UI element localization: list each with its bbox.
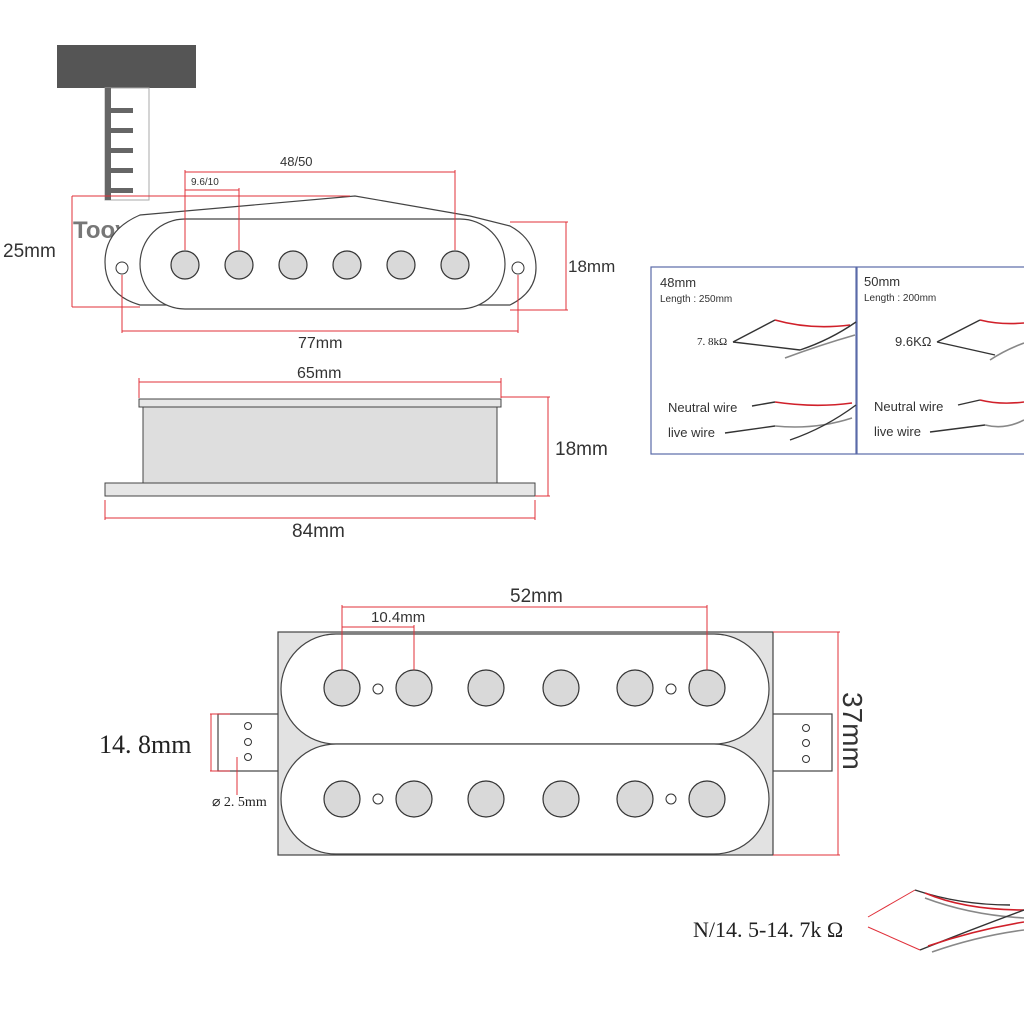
panel-length: Length : 250mm xyxy=(660,294,732,305)
coil-lower xyxy=(280,743,770,855)
pole-pieces-lower xyxy=(323,780,726,818)
humbucker-wiring: N/14. 5-14. 7k Ω xyxy=(693,889,1024,953)
panel-resistance: 9.6KΩ xyxy=(895,334,932,349)
pole-piece xyxy=(224,250,254,280)
pole-piece xyxy=(467,669,505,707)
pole-piece xyxy=(616,780,654,818)
pole-piece xyxy=(616,669,654,707)
pole-piece xyxy=(395,780,433,818)
dim-pole-gap: 9.6/10 xyxy=(191,177,219,188)
dim-coil-height: 18mm xyxy=(568,257,615,276)
dim-tab-height: 14. 8mm xyxy=(99,730,191,759)
pole-piece xyxy=(278,250,308,280)
wiring-panel-50mm: 50mm Length : 200mm 9.6KΩ Neutral wire l… xyxy=(856,266,1024,455)
panel-length: Length : 200mm xyxy=(864,293,936,304)
panel-live: live wire xyxy=(668,425,715,440)
coil-body xyxy=(142,406,498,484)
dim-hole-diameter: ⌀ 2. 5mm xyxy=(212,795,267,810)
pole-piece xyxy=(386,250,416,280)
screw-hole xyxy=(665,683,677,695)
panel-title: 50mm xyxy=(864,274,900,289)
pole-piece xyxy=(170,250,200,280)
screw-hole xyxy=(372,683,384,695)
base-plate xyxy=(104,482,536,497)
humbucker-resistance: N/14. 5-14. 7k Ω xyxy=(693,917,843,942)
dim-plate-height: 25mm xyxy=(3,241,56,262)
humbucker-top-view: 52mm 10.4mm 37mm 14. 8mm ⌀ 2. 5mm xyxy=(99,586,868,856)
mount-hole-right xyxy=(511,261,525,275)
dim-top-width: 65mm xyxy=(297,365,341,382)
panel-live: live wire xyxy=(874,424,921,439)
dim-base-width: 84mm xyxy=(292,521,345,542)
dim-pole-spacing: 48/50 xyxy=(280,154,313,169)
pole-pieces xyxy=(170,250,470,280)
pole-piece xyxy=(440,250,470,280)
pole-piece xyxy=(688,669,726,707)
screw-hole xyxy=(665,793,677,805)
dim-humbucker-height: 37mm xyxy=(837,692,868,770)
pole-piece xyxy=(467,780,505,818)
panel-title: 48mm xyxy=(660,275,696,290)
pole-piece xyxy=(332,250,362,280)
pole-piece xyxy=(323,669,361,707)
single-coil-top-view: 48/50 9.6/10 25mm 18mm 77mm xyxy=(3,154,615,352)
single-coil-side-view: 65mm 18mm 84mm xyxy=(104,365,608,542)
pole-piece xyxy=(542,780,580,818)
panel-resistance: 7. 8kΩ xyxy=(697,336,727,348)
pole-piece xyxy=(323,780,361,818)
pole-piece xyxy=(542,669,580,707)
mount-hole-left xyxy=(115,261,129,275)
pole-piece xyxy=(688,780,726,818)
panel-neutral: Neutral wire xyxy=(668,400,737,415)
mount-tab-right xyxy=(767,713,833,772)
panel-neutral: Neutral wire xyxy=(874,399,943,414)
pole-pieces-upper xyxy=(323,669,726,707)
coil-cover xyxy=(139,218,506,310)
dim-side-height: 18mm xyxy=(555,439,608,460)
wiring-panel-48mm: 48mm Length : 250mm 7. 8kΩ Neutral wire … xyxy=(650,266,857,455)
dim-pole-spacing: 52mm xyxy=(510,586,563,607)
dim-pole-gap: 10.4mm xyxy=(371,609,425,626)
pole-piece xyxy=(395,669,433,707)
screw-hole xyxy=(372,793,384,805)
dim-mount-spacing: 77mm xyxy=(298,335,342,352)
